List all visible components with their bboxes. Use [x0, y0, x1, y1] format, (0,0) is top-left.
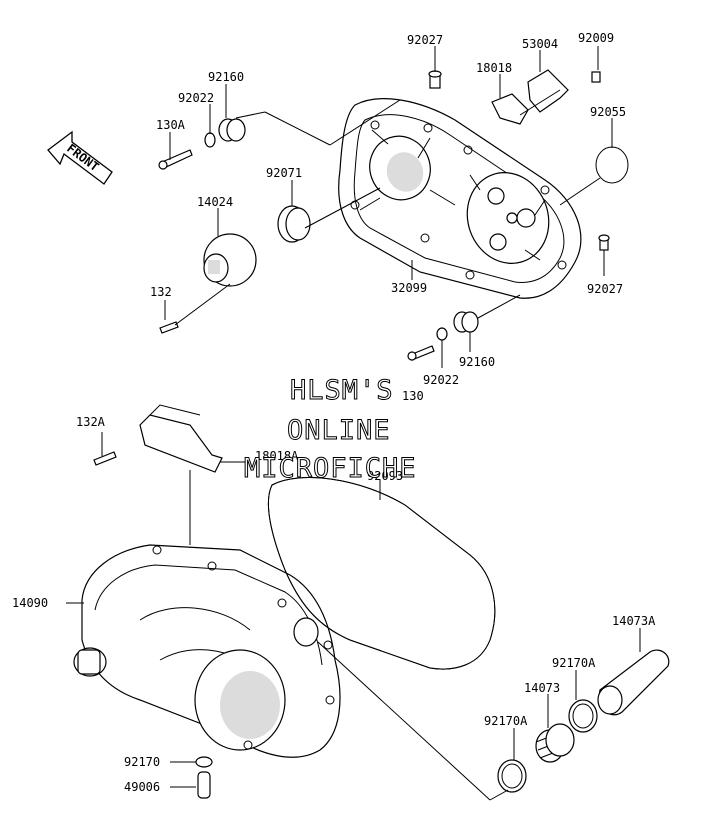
leader-lines-bottom — [66, 432, 641, 801]
label-32099[interactable]: 32099 — [391, 281, 427, 295]
label-92027-top[interactable]: 92027 — [407, 33, 443, 47]
watermark-line-3: MICROFICHE — [244, 453, 417, 484]
gasket-92093[interactable] — [268, 477, 496, 670]
label-14024[interactable]: 14024 — [197, 195, 233, 209]
clamp-92170a-upper[interactable] — [568, 699, 598, 733]
front-arrow-icon: FRONT — [47, 130, 113, 185]
clamp-92170a-lower[interactable] — [497, 759, 527, 793]
label-18018a[interactable]: 18018A — [255, 449, 299, 463]
label-92160-bottom[interactable]: 92160 — [459, 355, 495, 369]
bolt-132[interactable] — [159, 321, 179, 334]
label-132[interactable]: 132 — [150, 285, 172, 299]
duct-14073a[interactable] — [597, 649, 670, 716]
label-130a[interactable]: 130A — [156, 118, 186, 132]
label-14073[interactable]: 14073 — [524, 681, 560, 695]
clutch-cover-inner[interactable] — [73, 544, 341, 758]
label-92027-right[interactable]: 92027 — [587, 282, 623, 296]
label-132a[interactable]: 132A — [76, 415, 106, 429]
label-92093[interactable]: 92093 — [367, 469, 403, 483]
label-92055[interactable]: 92055 — [590, 105, 626, 119]
label-92160-top[interactable]: 92160 — [208, 70, 244, 84]
seal-92071[interactable] — [277, 205, 311, 243]
label-92022-top[interactable]: 92022 — [178, 91, 214, 105]
bolt-132a[interactable] — [93, 451, 117, 466]
duct-14024[interactable] — [203, 233, 257, 287]
watermark: HLSM'S ONLINE MICROFICHE — [244, 375, 417, 485]
o-ring-92055[interactable] — [595, 146, 629, 184]
label-92170a-lower[interactable]: 92170A — [484, 714, 528, 728]
label-92071[interactable]: 92071 — [266, 166, 302, 180]
part-labels: 92027 53004 92009 18018 92160 92022 130A… — [12, 31, 656, 794]
grommet-92160-top[interactable] — [218, 118, 246, 142]
guard-18018a[interactable] — [139, 404, 223, 473]
grommet-92160-bottom[interactable] — [453, 311, 479, 333]
clutch-cover-outer[interactable] — [338, 98, 582, 299]
label-49006[interactable]: 49006 — [124, 780, 160, 794]
bolt-92027-right[interactable] — [598, 234, 610, 251]
bolt-130a[interactable] — [158, 149, 193, 170]
label-92022-bottom[interactable]: 92022 — [423, 373, 459, 387]
watermark-line-2: ONLINE — [287, 415, 391, 446]
washer-92022-top[interactable] — [204, 132, 216, 148]
label-14090[interactable]: 14090 — [12, 596, 48, 610]
leader-lines-top — [164, 46, 613, 368]
label-92009[interactable]: 92009 — [578, 31, 614, 45]
drain-plug-49006[interactable] — [197, 771, 211, 799]
bracket-18018[interactable] — [491, 93, 529, 125]
washer-92022-bottom[interactable] — [436, 327, 448, 341]
label-14073a[interactable]: 14073A — [612, 614, 656, 628]
label-92170[interactable]: 92170 — [124, 755, 160, 769]
watermark-line-1: HLSM'S — [290, 375, 394, 406]
clamp-92170[interactable] — [195, 756, 213, 768]
bolt-130[interactable] — [407, 345, 435, 361]
boot-14073[interactable] — [535, 723, 575, 763]
label-18018[interactable]: 18018 — [476, 61, 512, 75]
bracket-53004[interactable] — [527, 69, 569, 113]
label-130[interactable]: 130 — [402, 389, 424, 403]
label-92170a-upper[interactable]: 92170A — [552, 656, 596, 670]
label-53004[interactable]: 53004 — [522, 37, 558, 51]
bolt-92009[interactable] — [591, 71, 601, 83]
bolt-92027-top[interactable] — [428, 70, 442, 89]
